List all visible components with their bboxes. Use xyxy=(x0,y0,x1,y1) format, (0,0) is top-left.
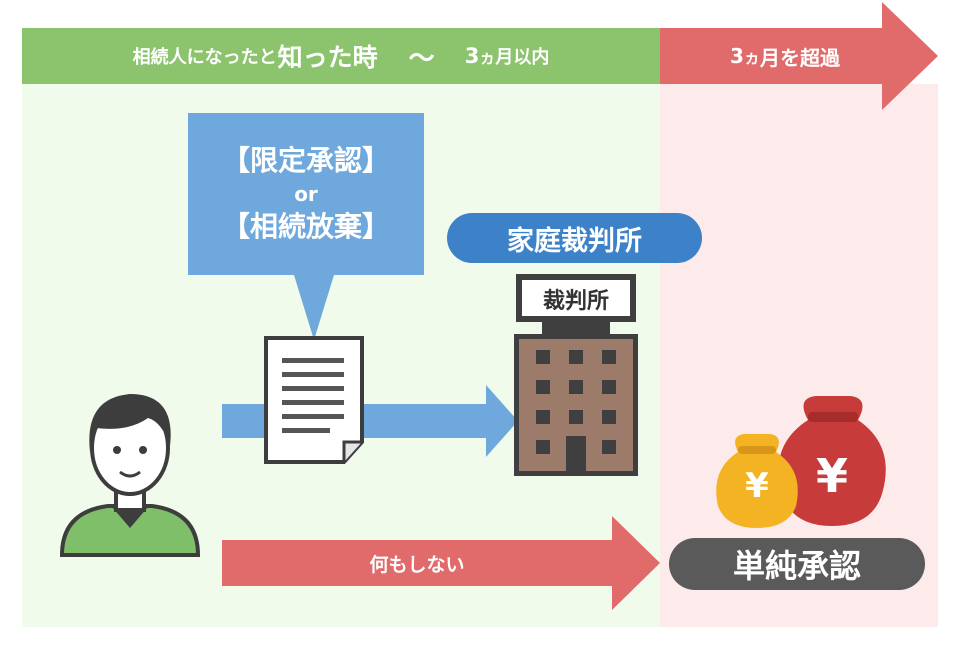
yen-symbol-small: ¥ xyxy=(745,466,769,506)
callout-box xyxy=(188,113,424,340)
period-prefix: 相続人になったと xyxy=(132,47,277,68)
within-suffix: 月以内 xyxy=(495,47,550,68)
within-number: 3 xyxy=(464,44,480,68)
or-label: or xyxy=(294,182,318,206)
within-period-band: 相続人になったと 知った時 〜 3 ヵ 月以内 xyxy=(22,28,660,84)
period-tilde: 〜 xyxy=(408,43,435,74)
exceed-period-zone xyxy=(660,84,938,627)
callout-text: 【限定承認】 or 【相続放棄】 xyxy=(188,113,424,275)
within-unit: ヵ xyxy=(479,48,496,67)
family-court-badge: 家庭裁判所 xyxy=(447,213,702,263)
court-sign-label: 裁判所 xyxy=(542,289,609,314)
exceed-period-arrow xyxy=(660,2,938,110)
exceed-period-label: 3 ヵ 月を超過 xyxy=(660,28,910,84)
simple-approval-badge: 単純承認 xyxy=(669,538,925,590)
exceed-number: 3 xyxy=(730,44,744,68)
exceed-suffix: 月を超過 xyxy=(759,45,840,70)
renunciation-label: 【相続放棄】 xyxy=(221,210,390,243)
money-bags-icon xyxy=(716,396,886,528)
limited-approval-label: 【限定承認】 xyxy=(221,144,390,177)
document-icon xyxy=(264,336,364,464)
no-action-arrow xyxy=(222,516,660,610)
period-emphasis: 知った時 xyxy=(277,43,378,72)
yen-symbol-large: ¥ xyxy=(815,449,848,503)
exceed-unit: ヵ xyxy=(743,48,760,67)
no-action-label: 何もしない xyxy=(369,553,465,576)
person-icon xyxy=(59,394,201,557)
court-building-icon xyxy=(514,274,638,476)
